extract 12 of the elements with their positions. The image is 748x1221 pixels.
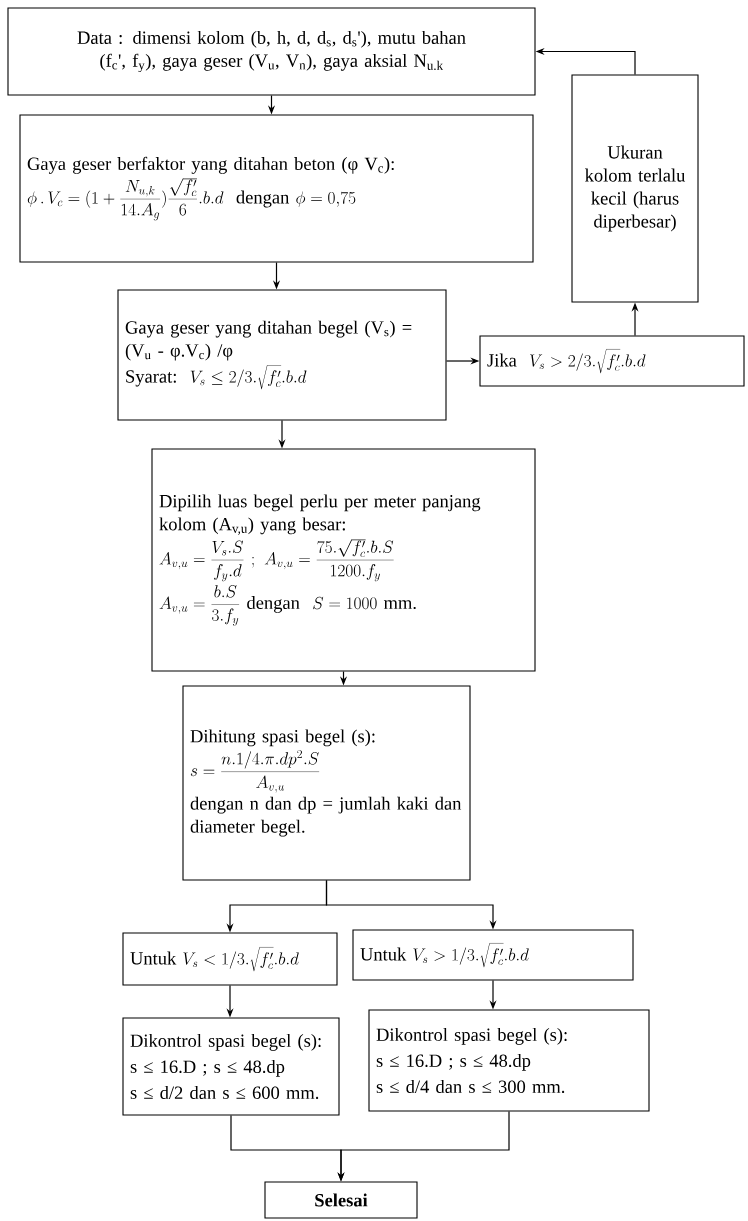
decision-box: Gaya geser yang ditahan begel (V$_{s}$) = (V$_{u}$ - φ.V$_{c}$) /φ $\mbox{Syarat:}\ \ V_{s}\le 2/3.\sqrt{f_{c}'}.b.d$ [117,289,447,421]
process-box: Dihitung spasi begel (s): $s=\frac{n.1/4.\pi.dp^{2}.S}{A_{v,u}}$ dengan n dan dp = jumlah kaki dan diameter begel. [182,685,471,881]
process-box: Data : dimensi kolom (b, h, d, d$_{s}$, d$_{s}$'), mutu bahan (f$_{c}$', f$_{y}$), gaya geser (V$_{u}$, V$_{n}$), gaya aksial N$_{u.k}$ [7,7,536,96]
condition-box: $\mbox{Untuk}\ V_{s}<1/3.\sqrt{f_{c}'}.b.d$ [122,932,338,986]
terminal-box: Selesai [264,1181,418,1219]
process-box: Gaya geser berfaktor yang ditahan beton (φ V$_{c}$): $\phi\,.\,V_{c}=(1+\frac{N_{u,k}}{14.A_{g}})\frac{\sqrt{f_{c}'}}{6}.b.d\ \ \mbox{dengan}\ \phi=0{,}75$ [19,114,534,263]
process-box: Dikontrol spasi begel (s): s ≤ 16.D ; s ≤ 48.dp s ≤ d/4 dan s ≤ 300 mm. [368,1009,650,1112]
process-box: Ukuran kolom terlalu kecil (harus diperbesar) [571,74,699,303]
process-box: Dikontrol spasi begel (s): s ≤ 16.D ; s ≤ 48.dp s ≤ d/2 dan s ≤ 600 mm. [122,1017,340,1116]
process-box: Dipilih luas begel perlu per meter panjang kolom (A$_{v,u}$) yang besar: $A_{v,u}=\frac{V_{s}.S}{f_{y}.d}\ ;\ A_{v,u}=\frac{75.\sqrt{f_{c}'}.b.S}{1200.f_{y}}$ $A_{v,u}=\frac{b.S}{3.f_{y}}\ \mbox{dengan}\ \ S=1000\ \mbox{mm.}$ [151,448,536,672]
condition-box: $\mbox{Untuk}\ V_{s}>1/3.\sqrt{f_{c}'}.b.d$ [352,929,634,981]
process-box: $\mbox{Jika}\ \ V_{s}>2/3.\sqrt{f_{c}'}.b.d$ [479,335,745,387]
